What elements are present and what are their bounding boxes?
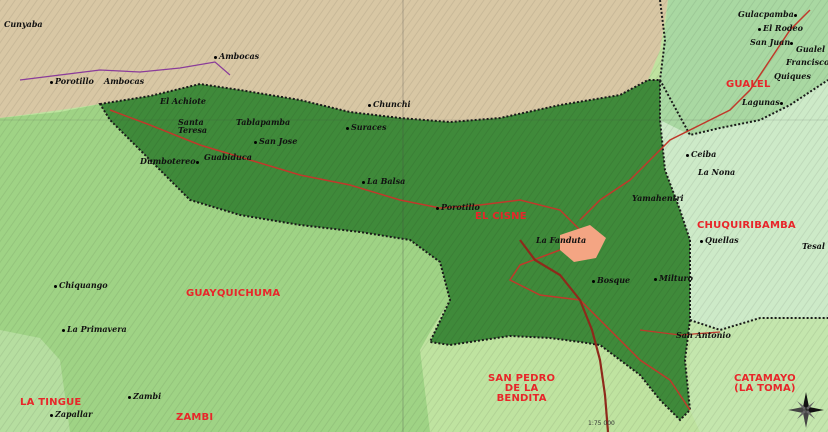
place-label: Santa Teresa [178,117,208,135]
scale-label: 1:75 000 [588,420,615,427]
place-label: Porotillo [436,203,480,211]
gualel-boundary [659,0,667,81]
place-label: Cunyaba [4,19,43,29]
parish-label-catamayo: CATAMAYO (LA TOMA) [734,373,796,394]
place-label: Dumbotereo [140,157,201,165]
place-label: Quiques [774,71,811,81]
north-road [579,9,811,221]
place-label: Bosque [592,276,630,284]
east-road [639,329,721,336]
parish-label-zambi: ZAMBI [176,412,214,423]
place-label: El Achiote [160,96,206,106]
parish-label-san-pedro: SAN PEDRO DE LA BENDITA [488,373,556,404]
place-label: Zambi [128,392,161,400]
place-label: Lagunas [742,98,785,106]
river-west [19,61,231,81]
river [519,239,610,432]
place-label: San Jose [254,137,297,145]
place-label: Chunchi [368,100,411,108]
south-boundary [689,317,828,332]
place-label: Ceiba [686,150,716,158]
place-label: La Primavera [62,325,127,333]
place-label: Tesal [802,241,825,251]
place-label: Porotillo [50,77,94,85]
place-label: La Nona [698,167,736,177]
place-label: San Juan [750,38,795,46]
place-label: San Antonio [676,330,731,340]
town-area [560,225,606,262]
place-label: La Fanduta [536,235,587,245]
place-label: Quellas [700,236,739,244]
place-label: Gulacpamba [738,10,799,18]
place-label: Guabiduca [204,152,252,162]
place-label: Ambocas [214,52,259,60]
place-label: Suraces [346,123,386,131]
place-label: Tablapamba [236,117,291,127]
parish-label-chuquiribamba: CHUQUIRIBAMBA [697,220,796,231]
place-label: Chiquango [54,281,108,289]
place-label: Zapallar [50,410,92,418]
parish-label-la-tingue: LA TINGUE [20,397,82,408]
place-label: Gualel [796,44,825,54]
main-road [109,109,691,411]
parish-label-gualel: GUALEL [726,79,771,90]
place-label: Yamahentri [632,193,684,203]
place-label: El Rodeo [758,24,803,32]
place-label: Milturo [654,274,693,282]
parish-label-guayquichuma: GUAYQUICHUMA [186,288,281,299]
place-label: Francisco [786,57,828,67]
place-label: La Balsa [362,177,405,185]
parish-label-el-cisne: EL CISNE [475,211,527,222]
east-boundary [659,79,828,137]
place-label: Ambocas [104,76,145,86]
